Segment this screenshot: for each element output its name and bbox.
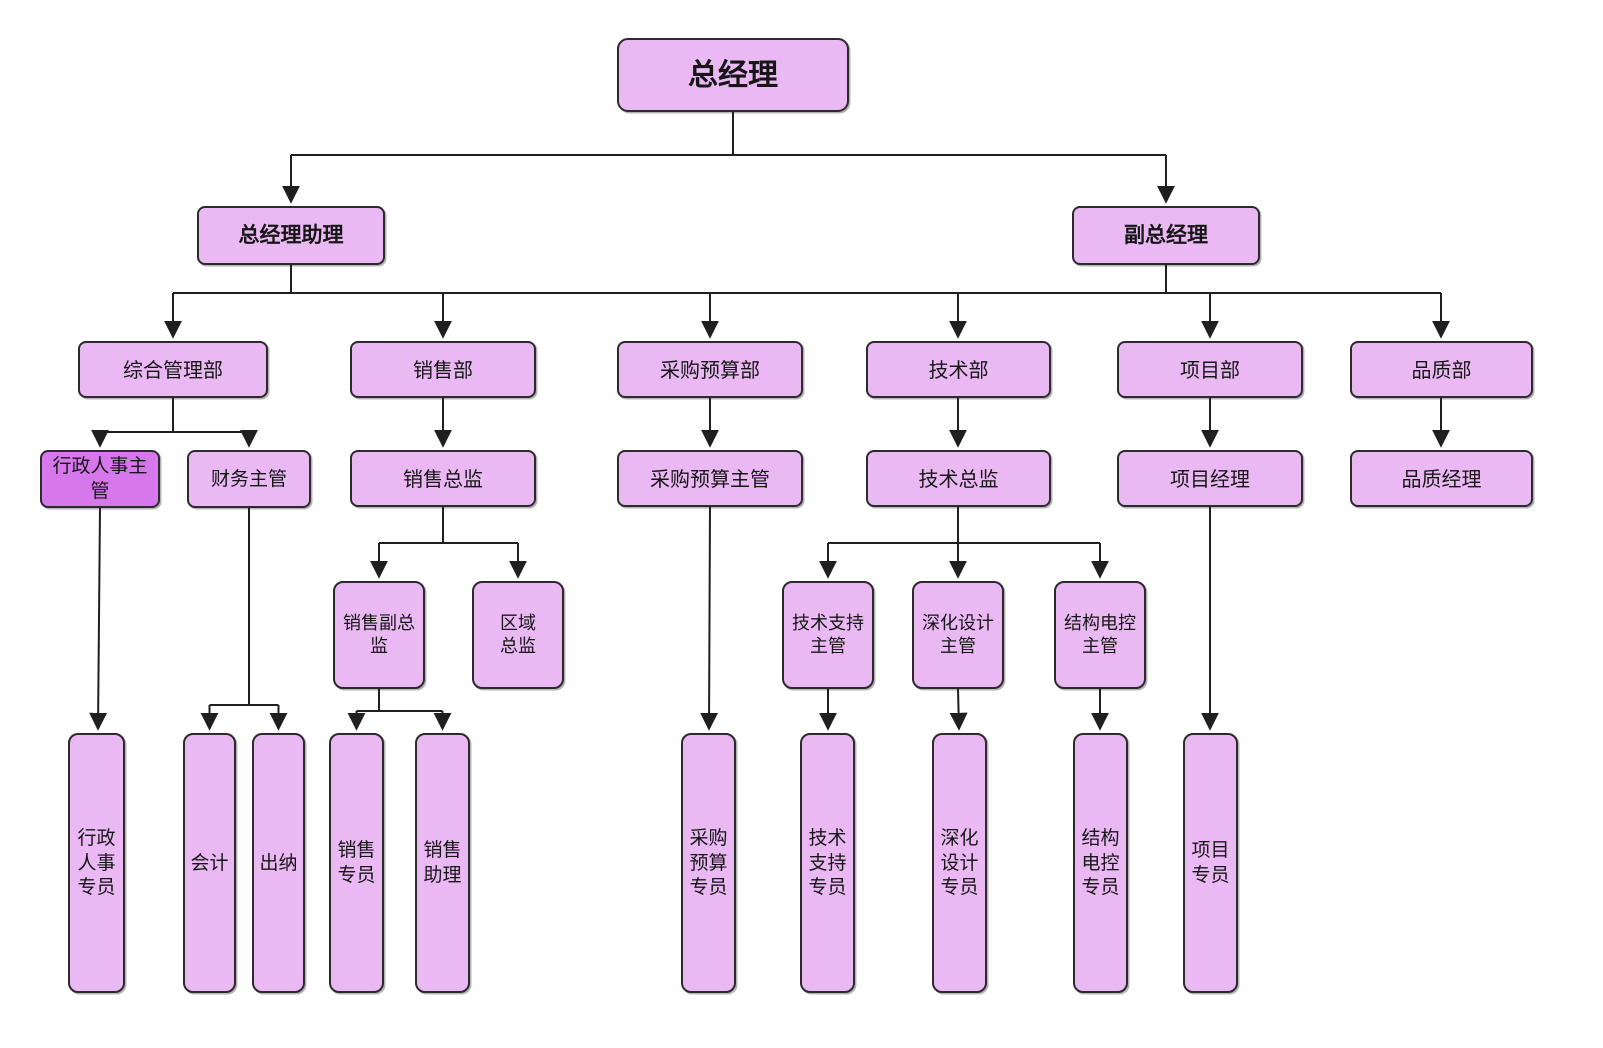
org-node-structure-electrical-supervisor[interactable]: 结构电控主管 <box>1054 581 1146 689</box>
org-node-structure-electrical-specialist[interactable]: 结构电控专员 <box>1073 733 1128 993</box>
org-node-label: 采购预算专员 <box>689 826 728 899</box>
org-node-project-manager[interactable]: 项目经理 <box>1117 450 1303 507</box>
org-node-label: 财务主管 <box>210 467 287 490</box>
org-node-label: 销售副总监 <box>343 612 415 657</box>
org-node-label: 销售总监 <box>403 466 483 491</box>
org-node-detailed-design-supervisor[interactable]: 深化设计主管 <box>912 581 1004 689</box>
org-node-cashier[interactable]: 出纳 <box>252 733 305 993</box>
org-node-label: 技术支持专员 <box>808 826 847 899</box>
org-node-label: 副总经理 <box>1124 222 1208 247</box>
org-node-label: 行政人事专员 <box>77 826 116 899</box>
org-node-label: 品质部 <box>1411 357 1472 382</box>
org-node-technical-director[interactable]: 技术总监 <box>866 450 1051 507</box>
org-node-label: 采购预算部 <box>660 357 760 382</box>
org-node-label: 出纳 <box>259 851 298 874</box>
org-node-label: 会计 <box>190 851 229 874</box>
org-node-tech-support-specialist[interactable]: 技术支持专员 <box>800 733 855 993</box>
org-node-procurement-budget-supervisor[interactable]: 采购预算主管 <box>617 450 803 507</box>
org-node-label: 销售部 <box>413 357 473 382</box>
org-node-project-specialist[interactable]: 项目专员 <box>1183 733 1238 993</box>
org-node-label: 深化设计专员 <box>940 826 979 899</box>
org-node-dept-sales[interactable]: 销售部 <box>350 341 536 398</box>
org-node-label: 销售助理 <box>423 839 462 886</box>
org-node-regional-director[interactable]: 区域总监 <box>472 581 564 689</box>
org-node-label: 项目专员 <box>1191 839 1230 886</box>
org-node-label: 采购预算主管 <box>650 466 770 491</box>
arrow-to-admin-hr-specialist <box>89 507 108 731</box>
arrow-to-detailed-design-specialist <box>949 688 968 731</box>
org-node-dept-project[interactable]: 项目部 <box>1117 341 1303 398</box>
org-node-dept-quality[interactable]: 品质部 <box>1350 341 1533 398</box>
org-node-label: 项目经理 <box>1170 466 1250 491</box>
org-node-label: 总经理 <box>688 57 778 93</box>
org-node-accountant[interactable]: 会计 <box>183 733 236 993</box>
org-node-general-manager[interactable]: 总经理 <box>617 38 849 112</box>
org-node-label: 品质经理 <box>1401 466 1482 491</box>
org-node-sales-assistant[interactable]: 销售助理 <box>415 733 470 993</box>
org-node-label: 总经理助理 <box>238 222 344 247</box>
org-node-detailed-design-specialist[interactable]: 深化设计专员 <box>932 733 987 993</box>
arrow-to-procurement-budget-specialist <box>700 506 719 731</box>
org-node-dept-procurement-budget[interactable]: 采购预算部 <box>617 341 803 398</box>
org-node-deputy-sales-director[interactable]: 销售副总监 <box>333 581 425 689</box>
org-node-label: 综合管理部 <box>123 357 223 382</box>
org-node-label: 区域总监 <box>500 612 536 657</box>
org-node-tech-support-supervisor[interactable]: 技术支持主管 <box>782 581 874 689</box>
org-node-admin-hr-specialist[interactable]: 行政人事专员 <box>68 733 125 993</box>
org-node-finance-supervisor[interactable]: 财务主管 <box>187 450 311 508</box>
org-node-dept-technology[interactable]: 技术部 <box>866 341 1051 398</box>
org-node-label: 项目部 <box>1180 357 1240 382</box>
org-node-procurement-budget-specialist[interactable]: 采购预算专员 <box>681 733 736 993</box>
org-node-quality-manager[interactable]: 品质经理 <box>1350 450 1533 507</box>
org-node-label: 技术总监 <box>918 466 999 491</box>
connector-skeleton <box>100 112 1441 712</box>
org-node-label: 行政人事主管 <box>52 455 148 502</box>
org-node-label: 技术支持主管 <box>792 612 864 657</box>
org-node-label: 销售专员 <box>337 839 376 886</box>
org-node-admin-hr-supervisor[interactable]: 行政人事主管 <box>40 450 160 508</box>
org-node-deputy-gm[interactable]: 副总经理 <box>1072 206 1260 265</box>
org-node-label: 技术部 <box>928 357 989 382</box>
org-node-sales-director[interactable]: 销售总监 <box>350 450 536 507</box>
org-node-label: 结构电控专员 <box>1081 826 1120 899</box>
org-node-label: 结构电控主管 <box>1064 612 1136 657</box>
org-node-dept-general-admin[interactable]: 综合管理部 <box>78 341 268 398</box>
org-node-label: 深化设计主管 <box>922 612 994 657</box>
org-node-sales-specialist[interactable]: 销售专员 <box>329 733 384 993</box>
org-node-gm-assistant[interactable]: 总经理助理 <box>197 206 385 265</box>
